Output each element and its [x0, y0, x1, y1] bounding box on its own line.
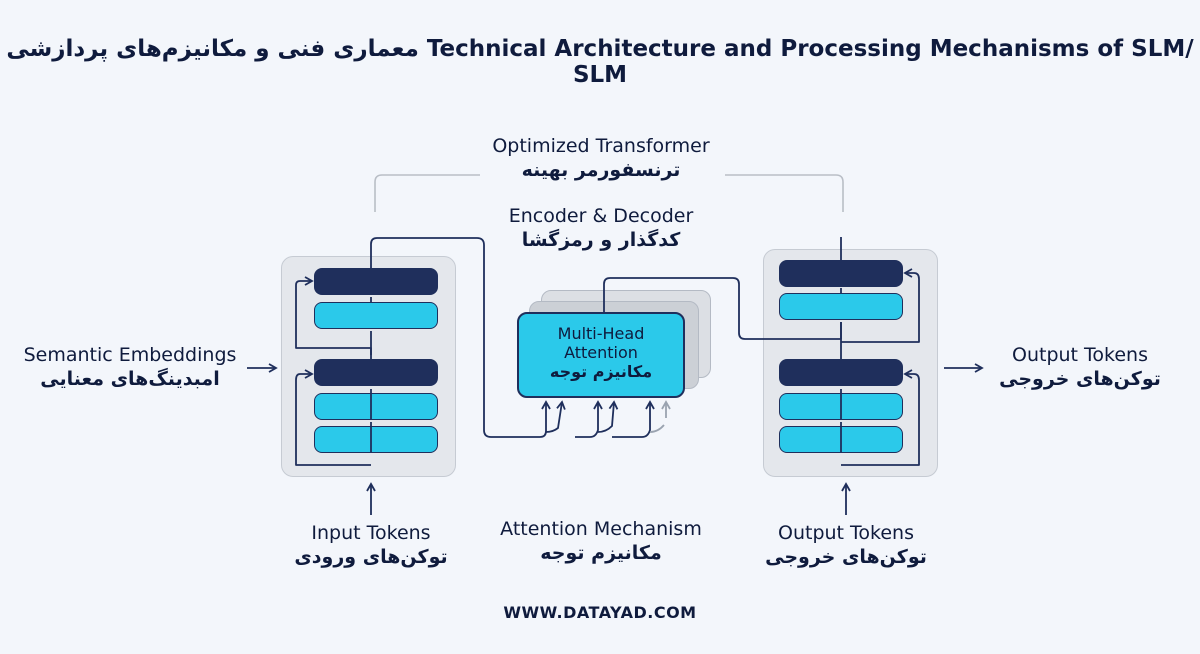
attention-input-4 — [597, 400, 619, 433]
decoder-layer-norm-top — [779, 260, 903, 287]
output-tokens-bottom-fa: توکن‌های خروجی — [765, 545, 927, 568]
transformer-bracket — [374, 174, 844, 212]
attention-input-6 — [649, 424, 665, 433]
output-tokens-bottom-label: Output Tokens توکن‌های خروجی — [756, 522, 936, 570]
encoder-layer-norm-bottom — [314, 359, 438, 386]
encoder-to-attention-wire — [370, 237, 551, 438]
decoder-residual-top — [841, 268, 920, 343]
optimized-transformer-fa: ترنسفورمر بهینه — [521, 158, 681, 181]
encoder-layer-ffn-bottom — [314, 393, 438, 420]
decoder-layer-ffn-top — [779, 293, 903, 320]
encoder-residual-bottom — [295, 369, 371, 466]
output-tokens-bottom-en: Output Tokens — [778, 522, 914, 544]
input-tokens-en: Input Tokens — [311, 522, 431, 544]
input-tokens-label: Input Tokens توکن‌های ورودی — [281, 522, 461, 570]
attention-mechanism-label: Attention Mechanism مکانیزم توجه — [471, 518, 731, 566]
output-tokens-right-fa: توکن‌های خروجی — [999, 367, 1161, 390]
decoder-layer-norm-bottom — [779, 359, 903, 386]
semantic-embeddings-label: Semantic Embeddings امبدینگ‌های معنایی — [20, 344, 240, 392]
attention-input-5 — [612, 400, 655, 438]
encoder-decoder-label: Encoder & Decoder کدگذار و رمزگشا — [451, 205, 751, 253]
semantic-embeddings-fa: امبدینگ‌های معنایی — [40, 367, 220, 390]
encoder-residual-top — [295, 276, 372, 355]
encoder-decoder-fa: کدگذار و رمزگشا — [521, 228, 681, 251]
mha-line1: Multi-Head — [557, 324, 645, 343]
encoder-decoder-en: Encoder & Decoder — [508, 205, 694, 227]
input-tokens-fa: توکن‌های ورودی — [294, 545, 448, 568]
decoder-residual-bottom — [841, 369, 920, 466]
attention-input-2 — [545, 400, 566, 433]
mha-line2: Attention — [564, 343, 638, 362]
attention-to-decoder-wire — [603, 277, 842, 340]
attention-input-3 — [575, 400, 603, 438]
optimized-transformer-en: Optimized Transformer — [492, 135, 710, 157]
attention-mechanism-fa: مکانیزم توجه — [540, 541, 662, 564]
multi-head-attention-box: Multi-Head Attention مکانیزم توجه — [517, 312, 685, 398]
encoder-layer-embed — [314, 426, 438, 453]
attention-mechanism-en: Attention Mechanism — [500, 518, 702, 540]
semantic-embeddings-en: Semantic Embeddings — [23, 344, 237, 366]
footer-url: WWW.DATAYAD.COM — [503, 603, 697, 622]
page-title: معماری فنی و مکانیزم‌های پردازشی Technic… — [6, 36, 1194, 88]
output-tokens-right-label: Output Tokens توکن‌های خروجی — [990, 344, 1170, 392]
encoder-layer-norm-top — [314, 268, 438, 295]
optimized-transformer-label: Optimized Transformer ترنسفورمر بهینه — [451, 135, 751, 183]
mha-persian-label: مکانیزم توجه — [549, 362, 653, 381]
output-tokens-right-en: Output Tokens — [1012, 344, 1148, 366]
encoder-layer-ffn-top — [314, 302, 438, 329]
